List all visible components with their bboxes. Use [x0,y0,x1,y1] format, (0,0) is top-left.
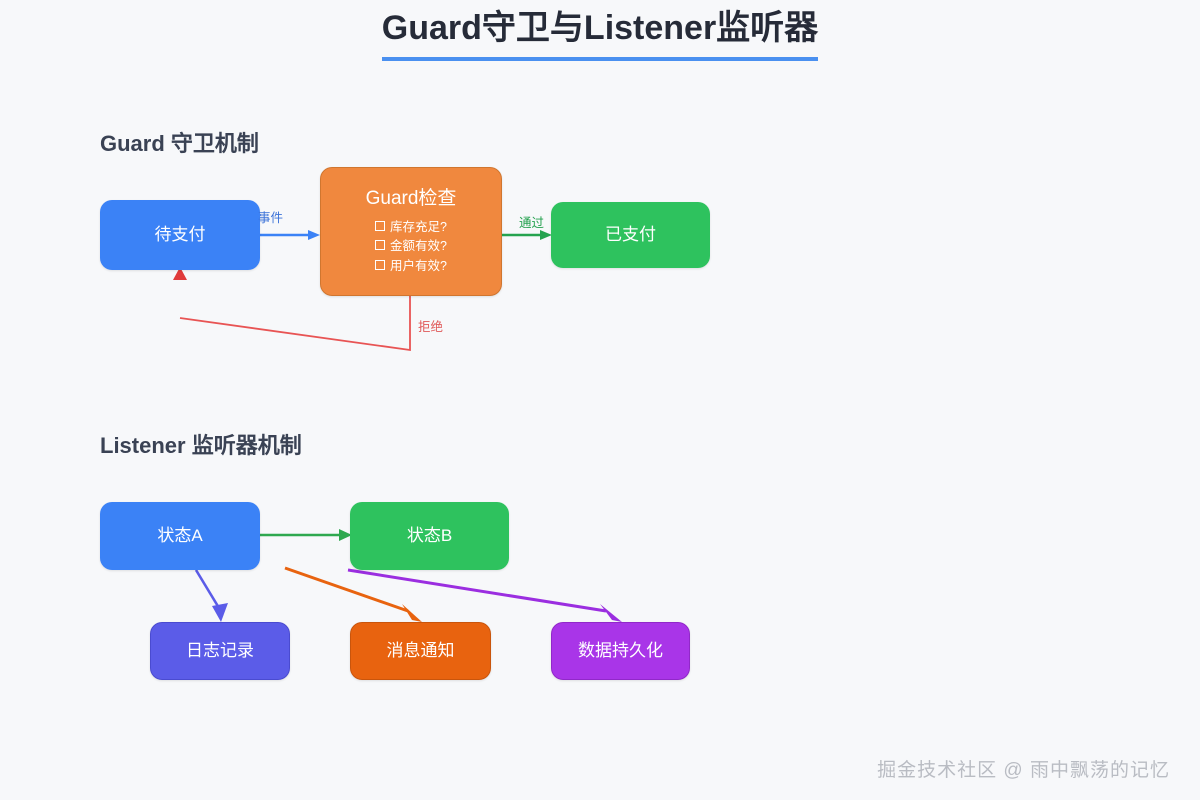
node-state-a[interactable]: 状态A [100,502,260,570]
node-log[interactable]: 日志记录 [150,622,290,680]
edge-state-a-to-notify [284,566,422,622]
section-heading-guard: Guard 守卫机制 [100,131,259,156]
checklist-item-label: 用户有效? [390,258,447,273]
node-guard-check[interactable]: Guard检查 库存充足? 金额有效? 用户有效? [320,167,502,296]
checklist-item-label: 金额有效? [390,239,447,254]
edge-label-event: 事件 [258,211,284,225]
edge-label-pass: 通过 [519,216,545,230]
checklist-item: 库存充足? [375,218,447,237]
node-paid[interactable]: 已支付 [551,202,710,268]
node-pending[interactable]: 待支付 [100,200,260,270]
node-pending-label: 待支付 [154,224,206,244]
node-persist-label: 数据持久化 [578,640,663,660]
edge-state-a-to-log [194,569,228,622]
node-notify-label: 消息通知 [386,640,455,660]
node-state-a-label: 状态A [157,525,203,545]
section-heading-listener: Listener 监听器机制 [100,433,302,458]
checklist-item: 用户有效? [375,257,447,276]
checkbox-icon [375,240,386,251]
checkbox-icon [375,220,386,231]
node-log-label: 日志记录 [186,640,254,660]
node-persist[interactable]: 数据持久化 [551,622,690,680]
edge-pass [502,230,552,240]
node-guard-check-label: Guard检查 [365,188,457,210]
node-notify[interactable]: 消息通知 [350,622,491,680]
page-title: Guard守卫与Listener监听器 [381,8,819,61]
page-title-container: Guard守卫与Listener监听器 [0,8,1200,61]
edge-state-a-to-b [260,529,352,541]
checklist-item-label: 库存充足? [390,219,447,234]
checkbox-icon [375,259,386,270]
node-paid-label: 已支付 [605,224,656,244]
checklist-item: 金额有效? [375,237,447,256]
edge-state-b-to-persist [347,568,622,622]
guard-checklist: 库存充足? 金额有效? 用户有效? [375,218,447,276]
edge-event [260,230,320,240]
watermark: 掘金技术社区 @ 雨中飘荡的记忆 [877,760,1170,781]
edge-label-reject: 拒绝 [418,320,444,334]
node-state-b[interactable]: 状态B [350,502,509,570]
node-state-b-label: 状态B [406,525,453,545]
